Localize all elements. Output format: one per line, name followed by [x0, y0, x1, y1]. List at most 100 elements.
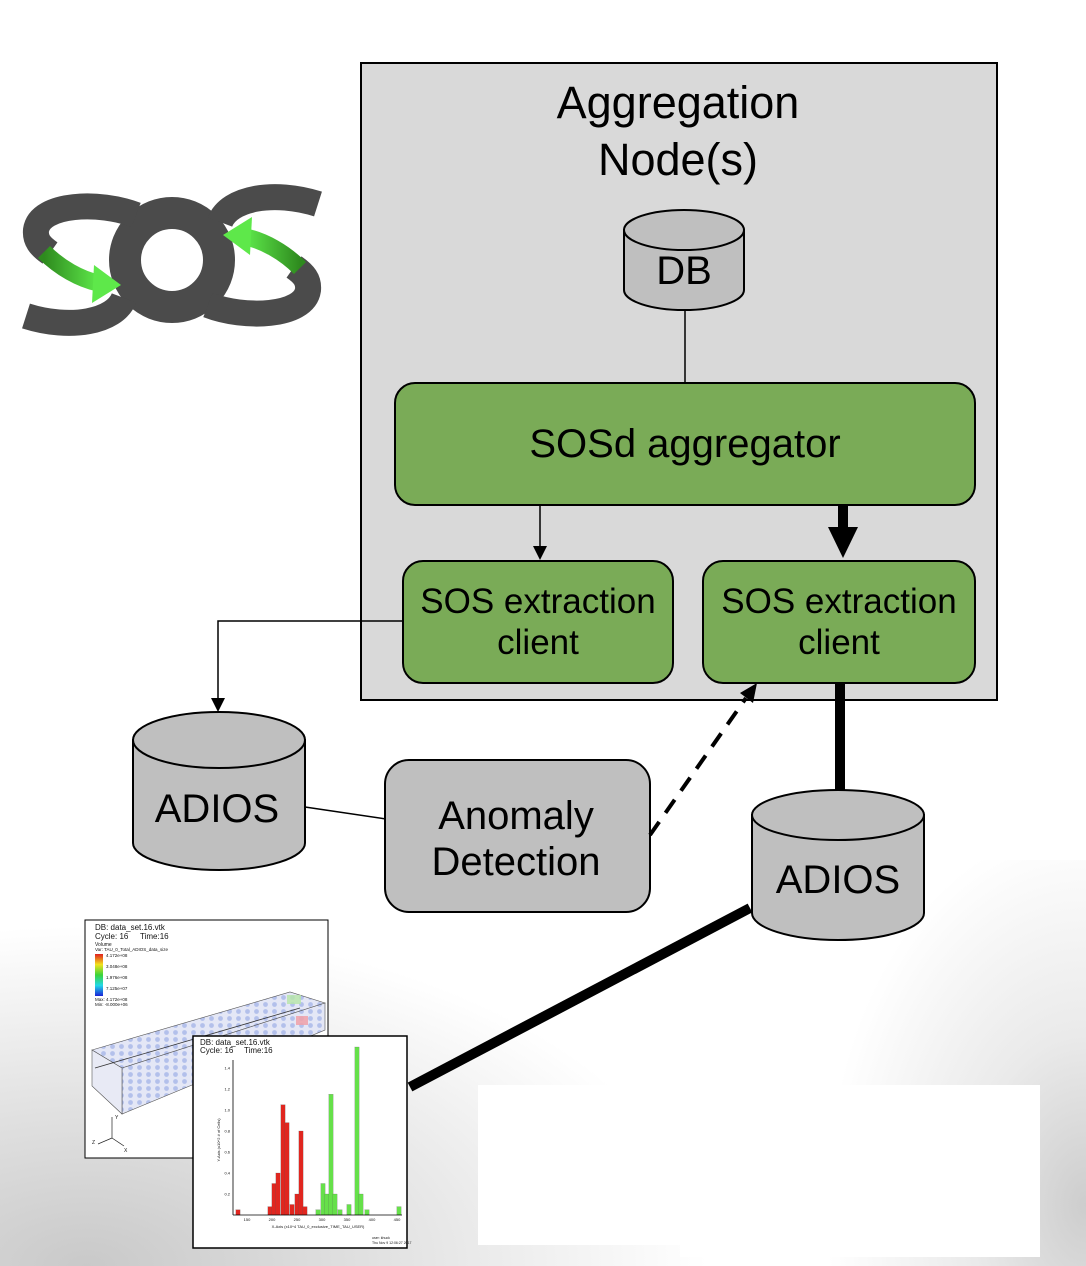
histogram-bar [337, 1209, 343, 1216]
sosd-aggregator-box [394, 382, 976, 506]
histogram-bar [298, 1130, 304, 1216]
histogram-y-axis-label: Y-Axis (x10^2 # of Cells) [216, 1118, 221, 1162]
anomaly-feedback-dashed-arrow [648, 696, 748, 837]
adios-right-cylinder: ADIOS [751, 789, 925, 941]
extraction-client-right-line1: SOS extraction [721, 582, 956, 621]
volume-min-label: Min: -8.000e+06 [95, 1002, 128, 1007]
volume-colorbar [95, 954, 103, 996]
histogram-time-label: Time:16 [244, 1046, 273, 1055]
sosd-aggregator-label: SOSd aggregator [529, 422, 840, 466]
histogram-y-tick-label: 0.8 [224, 1129, 230, 1134]
adios-right-cylinder-top [751, 789, 925, 841]
colorbar-label: 7.125e+07 [106, 986, 128, 991]
histogram-bar [332, 1193, 338, 1216]
logo-left-s [22, 193, 141, 336]
volume-plot-type-label: Volume [95, 942, 112, 948]
histogram-y-tick-label: 1.0 [224, 1108, 230, 1113]
histogram-y-tick-label: 1.2 [224, 1087, 230, 1092]
histogram-db-label: DB: data_set.16.vtk [200, 1038, 271, 1047]
colorbar-label: 1.976e+08 [106, 975, 128, 980]
arrowhead-icon [211, 698, 225, 712]
histogram-user-label: user: khuck [372, 1236, 390, 1240]
histogram-thumbnail: DB: data_set.16.vtk Cycle: 16 Time:16 15… [192, 1035, 412, 1249]
histogram-bar [302, 1206, 308, 1216]
left-client-to-adios-connector [217, 620, 403, 700]
extraction-client-left-line2: client [497, 623, 579, 662]
histogram-x-tick-label: 200 [269, 1217, 276, 1222]
histogram-bar [271, 1183, 277, 1216]
logo-arrowhead-left-icon [223, 217, 252, 255]
triad-z-label: Z [92, 1140, 95, 1146]
volume-time-label: Time:16 [140, 932, 169, 941]
triad-x-label: X [124, 1148, 128, 1154]
adios-left-cylinder: ADIOS [132, 711, 306, 871]
volume-hotspot-red [296, 1016, 308, 1025]
histogram-x-tick-label: 350 [344, 1217, 351, 1222]
histogram-bar [235, 1209, 241, 1216]
histogram-y-tick-label: 0.6 [224, 1150, 230, 1155]
histogram-bar [275, 1172, 281, 1216]
triad-x-axis [111, 1137, 125, 1147]
logo-arrowhead-right-icon [92, 265, 121, 303]
arrowhead-icon [740, 683, 757, 703]
histogram-bar [294, 1193, 300, 1216]
extraction-client-right-box [702, 560, 976, 684]
background-white-panel [478, 1085, 1040, 1245]
db-cylinder-body [623, 229, 745, 311]
aggregation-node-title-line1: Aggregation [557, 77, 800, 128]
adios-left-cylinder-top [132, 711, 306, 769]
histogram-x-axis-label: X-Axis (x10^4 TAU_0_exclusive_TIME_TAU_U… [272, 1224, 365, 1229]
logo-o-ring [109, 197, 235, 323]
logo-s-bottom-stroke [22, 291, 137, 336]
histogram-bar [328, 1094, 334, 1216]
arrowhead-icon [533, 546, 547, 560]
triad-y-label: Y [115, 1115, 119, 1121]
histogram-x-tick-label: 450 [394, 1217, 401, 1222]
colorbar-label: 4.172e+08 [106, 953, 128, 958]
volume-cycle-label: Cycle: 16 [95, 932, 129, 941]
volume-variable-label: Var: TAU_0_Total_ADIOS_data_size [95, 947, 169, 952]
histogram-date-label: Thu Nov 9 12:06:27 2017 [372, 1241, 412, 1245]
logo-arrow-right-icon [37, 245, 101, 292]
histogram-bar [396, 1206, 402, 1216]
logo-s-bottom-stroke [207, 184, 322, 229]
histogram-bar [354, 1046, 360, 1216]
logo-s-top-stroke [22, 193, 141, 264]
triad-z-axis [97, 1137, 113, 1145]
volume-box-side-face [91, 1049, 123, 1115]
histogram-x-tick-label: 150 [244, 1217, 251, 1222]
adios-to-visualization-thick-connector [407, 903, 753, 1092]
histogram-bar [320, 1183, 326, 1216]
adios-left-cylinder-body [132, 739, 306, 871]
db-cylinder: DB [623, 209, 745, 311]
background-white-panel-lower [680, 1245, 1040, 1257]
aggregation-node-title-line2: Node(s) [598, 134, 758, 185]
histogram-bar [364, 1209, 370, 1216]
histogram-y-tick-label: 0.4 [224, 1171, 230, 1176]
colorbar-label: 3.048e+08 [106, 964, 128, 969]
volume-hotspot-green [287, 995, 301, 1004]
volume-max-label: Max: 4.172e+08 [95, 997, 128, 1002]
anomaly-detection-line2: Detection [432, 840, 601, 884]
histogram-bar [284, 1122, 290, 1216]
logo-s-top-stroke [203, 256, 322, 327]
histogram-y-tick-label: 1.4 [224, 1066, 230, 1071]
histogram-bar [324, 1193, 330, 1216]
anomaly-detection-line1: Anomaly [438, 794, 594, 838]
db-cylinder-top [623, 209, 745, 251]
volume-db-label: DB: data_set.16.vtk [95, 923, 166, 932]
extraction-client-left-box [402, 560, 674, 684]
db-label: DB [656, 249, 712, 293]
histogram-bar [358, 1193, 364, 1216]
histogram-y-tick-label: 0.2 [224, 1192, 230, 1197]
adios-right-cylinder-body [751, 814, 925, 941]
anomaly-detection-box [384, 759, 651, 913]
thick-arrowhead-icon [828, 527, 858, 558]
adios-right-label: ADIOS [776, 858, 900, 902]
adios-left-label: ADIOS [155, 787, 279, 831]
histogram-bar [267, 1206, 273, 1216]
histogram-bar [289, 1204, 295, 1216]
extraction-client-right-line2: client [798, 623, 880, 662]
